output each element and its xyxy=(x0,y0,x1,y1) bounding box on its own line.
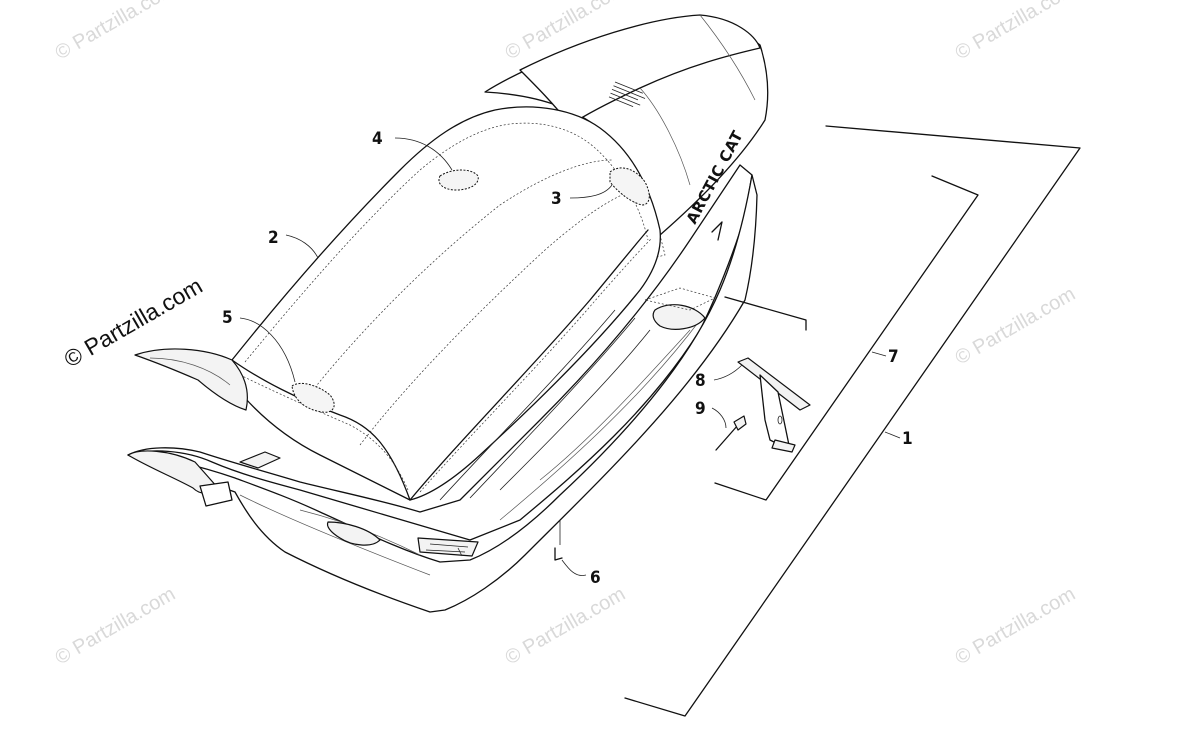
rear-seam xyxy=(639,87,691,186)
leader-3 xyxy=(569,184,613,199)
rivet-9-head xyxy=(733,415,747,431)
leader-2 xyxy=(285,234,319,259)
skirt-contour xyxy=(239,494,431,576)
bracket-8-top xyxy=(737,357,811,411)
cushion-center-stitch xyxy=(304,159,613,401)
cushion-side-contour xyxy=(439,309,616,501)
front-clip xyxy=(239,451,281,469)
cushion-side-seam xyxy=(409,229,649,501)
skirt-contour xyxy=(539,329,691,481)
front-tab xyxy=(199,481,233,507)
watermark-text: © Partzilla.com xyxy=(52,583,180,669)
rivet-6-shape xyxy=(554,547,563,561)
watermark-text: © Partzilla.com xyxy=(952,283,1080,369)
cushion-center-stitch xyxy=(359,187,641,446)
rivet-6 xyxy=(554,520,563,561)
cushion-stitch-top xyxy=(244,122,649,363)
cushion-side-stitch xyxy=(419,237,653,493)
watermark-text: © Partzilla.com xyxy=(52,0,180,64)
rear-warning-label xyxy=(608,81,646,107)
watermark-text: © Partzilla.com xyxy=(502,583,630,669)
cowl-contour xyxy=(149,357,231,386)
seat-pad-3 xyxy=(609,167,650,206)
cushion-side-contour xyxy=(499,329,651,491)
logo-hook xyxy=(711,221,723,241)
side-vent-right xyxy=(417,537,479,557)
callout-7: 7 xyxy=(888,347,899,367)
leader-8 xyxy=(713,364,743,381)
rivet-9-shaft xyxy=(715,424,739,451)
vent-slot xyxy=(425,549,466,553)
seat-pad-4 xyxy=(438,169,479,191)
callout-2: 2 xyxy=(268,228,279,248)
callout-9: 9 xyxy=(695,399,706,419)
leader-7 xyxy=(871,351,887,357)
side-vent-left xyxy=(326,521,381,546)
leader-5 xyxy=(239,317,296,383)
cushion-front-edge xyxy=(231,359,411,501)
seat-front-cowl xyxy=(134,348,248,411)
leader-1 xyxy=(884,431,901,439)
side-recess xyxy=(652,304,706,330)
leader-4 xyxy=(394,137,453,171)
seat-pad-5 xyxy=(291,382,335,413)
vent-slot xyxy=(457,547,463,557)
callout-6: 6 xyxy=(590,568,601,588)
seat-cushion-main xyxy=(231,106,661,501)
hidden-cutout xyxy=(643,287,716,311)
callout-4: 4 xyxy=(372,129,383,149)
group-bracket-1 xyxy=(624,125,1081,717)
leader-9 xyxy=(711,407,727,429)
bracket-hole xyxy=(777,415,783,425)
watermark-text: © Partzilla.com xyxy=(952,583,1080,669)
bracket-8-foot xyxy=(771,439,796,453)
callout-8: 8 xyxy=(695,371,706,391)
leader-6 xyxy=(561,559,587,576)
watermark-text: © Partzilla.com xyxy=(952,0,1080,64)
vent-slot xyxy=(429,543,469,548)
seat-cushion-drawing: ARCTIC CAT xyxy=(134,14,769,501)
bracket-assembly xyxy=(715,357,811,453)
rear-seam xyxy=(699,14,756,101)
callout-1: 1 xyxy=(902,429,913,449)
callout-5: 5 xyxy=(222,308,233,328)
cushion-front-stitch xyxy=(239,374,409,491)
group-bracket-8-9 xyxy=(724,296,807,331)
cushion-side-contour xyxy=(469,317,636,499)
callout-3: 3 xyxy=(551,189,562,209)
group-bracket-7 xyxy=(714,175,979,501)
skirt-contour xyxy=(499,319,701,521)
seat-base-drawing xyxy=(127,164,758,613)
